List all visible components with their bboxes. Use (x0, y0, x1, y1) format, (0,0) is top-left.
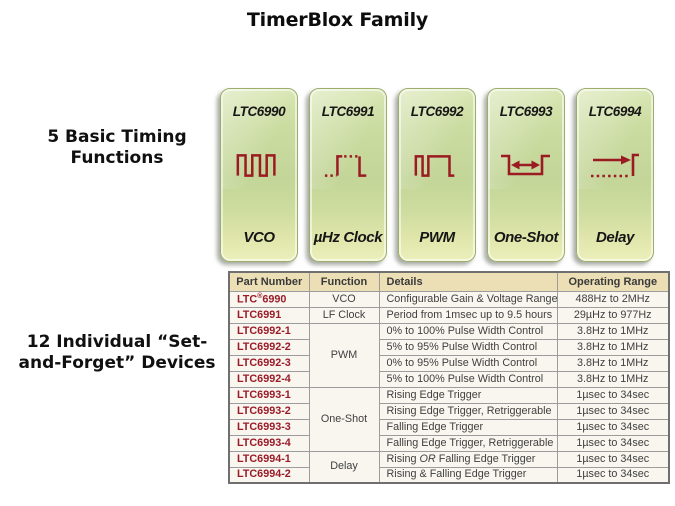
part-number-cell: LTC6994-2 (228, 466, 310, 484)
operating-range-cell: 3.8Hz to 1MHz (556, 322, 670, 340)
operating-range-cell: 1µsec to 34sec (556, 450, 670, 468)
card-part-number: LTC6992 (410, 104, 464, 119)
details-cell: Rising Edge Trigger (378, 386, 558, 404)
part-number-cell: LTC6992-2 (228, 338, 310, 356)
part-number-cell: LTC6993-1 (228, 386, 310, 404)
part-number-cell: LTC6993-3 (228, 418, 310, 436)
vco-square-wave-icon (234, 147, 284, 183)
card-function-label: One-Shot (493, 229, 559, 246)
card-function-label: Delay (595, 229, 635, 246)
device-card-ltc6994: LTC6994 Delay (576, 88, 654, 262)
details-cell: 0% to 95% Pulse Width Control (378, 354, 558, 372)
delay-edge-icon (588, 147, 642, 183)
label-set-and-forget-devices: 12 Individual “Set-and-Forget” Devices (18, 332, 216, 373)
part-number-cell: LTC6992-3 (228, 354, 310, 372)
details-cell: Configurable Gain & Voltage Range (378, 290, 558, 308)
card-function-label: µHz Clock (313, 229, 383, 246)
operating-range-cell: 29µHz to 977Hz (556, 306, 670, 324)
operating-range-cell: 3.8Hz to 1MHz (556, 338, 670, 356)
page-title: TimerBlox Family (246, 9, 429, 31)
table-row: LTC6993-4 Falling Edge Trigger, Retrigger… (228, 434, 670, 452)
operating-range-cell: 1µsec to 34sec (556, 402, 670, 420)
part-number-cell: LTC6994-1 (228, 450, 310, 468)
function-cell: VCO (308, 290, 380, 308)
uhz-clock-wave-icon (323, 147, 373, 183)
pwm-wave-icon (412, 147, 462, 183)
details-cell: Period from 1msec up to 9.5 hours (378, 306, 558, 324)
header-part-number: Part Number (228, 271, 310, 292)
card-part-number: LTC6994 (588, 104, 642, 119)
part-number-cell: LTC®6990 (228, 290, 310, 308)
card-function-label: VCO (243, 229, 275, 246)
function-cell: Delay (308, 450, 380, 484)
function-cell: One-Shot (308, 386, 380, 452)
part-number-cell: LTC6992-4 (228, 370, 310, 388)
device-card-ltc6990: LTC6990 VCO (220, 88, 298, 262)
details-cell: Rising Edge Trigger, Retriggerable (378, 402, 558, 420)
details-cell: 0% to 100% Pulse Width Control (378, 322, 558, 340)
device-table: Part Number Function Details Operating R… (228, 271, 670, 484)
part-number-cell: LTC6993-2 (228, 402, 310, 420)
device-card-ltc6992: LTC6992 PWM (398, 88, 476, 262)
table-header-row: Part Number Function Details Operating R… (228, 271, 670, 292)
details-cell: Falling Edge Trigger, Retriggerable (378, 434, 558, 452)
details-cell: 5% to 95% Pulse Width Control (378, 338, 558, 356)
card-function-label: PWM (419, 229, 455, 246)
device-card-row: LTC6990 VCO LTC6991 µHz Clock LTC69 (220, 88, 654, 262)
details-cell: Rising & Falling Edge Trigger (378, 466, 558, 484)
label-basic-timing-functions: 5 Basic Timing Functions (47, 127, 187, 168)
part-number-cell: LTC6991 (228, 306, 310, 324)
operating-range-cell: 3.8Hz to 1MHz (556, 354, 670, 372)
operating-range-cell: 1µsec to 34sec (556, 386, 670, 404)
function-cell: LF Clock (308, 306, 380, 324)
part-number-cell: LTC6993-4 (228, 434, 310, 452)
details-cell: 5% to 100% Pulse Width Control (378, 370, 558, 388)
card-part-number: LTC6993 (499, 104, 553, 119)
device-card-ltc6991: LTC6991 µHz Clock (309, 88, 387, 262)
device-card-ltc6993: LTC6993 One-Shot (487, 88, 565, 262)
details-cell: Rising OR Falling Edge Trigger (378, 450, 558, 468)
part-number-cell: LTC6992-1 (228, 322, 310, 340)
operating-range-cell: 1µsec to 34sec (556, 466, 670, 484)
operating-range-cell: 1µsec to 34sec (556, 434, 670, 452)
header-details: Details (378, 271, 558, 292)
table-row: LTC6993-2 Rising Edge Trigger, Retriggera… (228, 402, 670, 420)
details-cell: Falling Edge Trigger (378, 418, 558, 436)
operating-range-cell: 3.8Hz to 1MHz (556, 370, 670, 388)
card-part-number: LTC6991 (321, 104, 375, 119)
header-operating-range: Operating Range (556, 271, 670, 292)
function-cell: PWM (308, 322, 380, 388)
operating-range-cell: 488Hz to 2MHz (556, 290, 670, 308)
card-part-number: LTC6990 (232, 104, 286, 119)
header-function: Function (308, 271, 380, 292)
one-shot-pulse-icon (498, 147, 554, 183)
operating-range-cell: 1µsec to 34sec (556, 418, 670, 436)
